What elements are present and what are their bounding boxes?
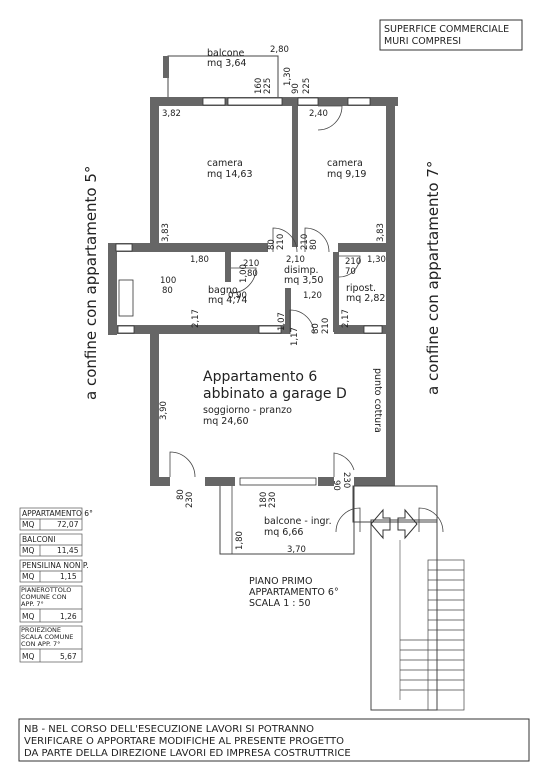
room-labels: camera mq 14,63 camera mq 9,19 bagno mq … xyxy=(203,158,385,538)
legend-0-header: APPARTAMENTO 6° xyxy=(22,509,93,518)
balcony-ingr-area xyxy=(219,485,438,711)
dim-210a: 210 xyxy=(276,234,286,250)
dim-210c: 210 xyxy=(243,259,259,269)
punto-cottura-label: punto cottura xyxy=(372,368,383,433)
legend-0-value: 72,07 xyxy=(57,520,79,529)
balcone-ingr-name: balcone - ingr. xyxy=(264,516,332,527)
dim-80d: 80 xyxy=(162,286,173,296)
bagno-name: bagno xyxy=(208,285,238,296)
legend-1-header: BALCONI xyxy=(22,535,55,544)
dim-80b: 80 xyxy=(309,239,319,250)
note-line-1: NB - NEL CORSO DELL'ESECUZIONE LAVORI SI… xyxy=(24,724,314,735)
disimp-area: mq 3,50 xyxy=(284,275,323,286)
dim-160: 160 xyxy=(254,78,264,94)
dim-1-17: 1,17 xyxy=(290,327,300,346)
legend-3-key: MQ xyxy=(22,612,34,621)
header-line-1: SUPERFICE COMMERCIALE xyxy=(384,24,509,35)
dim-80c: 80 xyxy=(247,269,258,279)
dim-80f: 80 xyxy=(176,489,186,500)
legend-3-header: PIANEROTTOLO COMUNE CON APP. 7° xyxy=(21,587,72,608)
dim-210e: 210 xyxy=(345,257,361,267)
stair-arrow-icons xyxy=(370,508,418,540)
legend-3-value: 1,26 xyxy=(60,612,77,621)
dim-80a: 80 xyxy=(267,239,277,250)
bagno-area: mq 4,74 xyxy=(208,295,247,306)
stair-treads xyxy=(400,559,465,711)
ripost-area: mq 2,82 xyxy=(346,293,385,304)
bottom-note: NB - NEL CORSO DELL'ESECUZIONE LAVORI SI… xyxy=(18,718,530,762)
dim-70: 70 xyxy=(345,267,356,277)
side-label-left: a confine con appartamento 5° xyxy=(82,166,100,400)
dim-2-80: 2,80 xyxy=(270,45,289,55)
legend-4-key: MQ xyxy=(22,652,34,661)
header-line-2: MURI COMPRESI xyxy=(384,36,461,47)
dim-180b: 180 xyxy=(259,492,269,508)
camera-left-area: mq 14,63 xyxy=(207,169,253,180)
disimp-name: disimp. xyxy=(284,265,319,276)
dim-225b: 225 xyxy=(302,78,312,94)
dim-1-20: 1,20 xyxy=(303,291,322,301)
plan-caption-line-3: SCALA 1 : 50 xyxy=(249,598,311,609)
balcone-top-name: balcone xyxy=(207,48,245,59)
dim-230c: 230 xyxy=(341,472,351,488)
legend-4-header: PROIEZIONE SCALA COMUNE CON APP. 7° xyxy=(21,627,74,648)
balcone-top-area: mq 3,64 xyxy=(207,58,246,69)
dim-90b: 90 xyxy=(331,480,341,491)
legend-2-header: PENSILINA NON P. xyxy=(22,561,89,570)
dim-2-17b: 2,17 xyxy=(341,309,351,328)
plan-caption-line-2: APPARTAMENTO 6° xyxy=(249,587,339,598)
dim-80e: 80 xyxy=(311,323,321,334)
legend-1-value: 11,45 xyxy=(57,546,79,555)
legend-2-value: 1,15 xyxy=(60,572,77,581)
dim-2-10: 2,10 xyxy=(286,255,305,265)
side-label-right: a confine con appartamento 7° xyxy=(424,161,442,395)
plan-caption-line-1: PIANO PRIMO xyxy=(249,576,312,587)
note-line-2: VERIFICARE O APPORTARE MODIFICHE AL PRES… xyxy=(24,736,344,747)
legend-1-key: MQ xyxy=(22,546,34,555)
camera-right-name: camera xyxy=(327,158,363,169)
soggiorno-name: soggiorno - pranzo xyxy=(203,405,292,416)
header-box: SUPERFICE COMMERCIALE MURI COMPRESI xyxy=(379,19,523,51)
dim-210f: 210 xyxy=(321,318,331,334)
dim-0-90: 0,90 xyxy=(228,291,247,301)
doors xyxy=(169,105,444,533)
dim-210b: 210 xyxy=(300,234,310,250)
plan-caption: PIANO PRIMO APPARTAMENTO 6° SCALA 1 : 50 xyxy=(249,576,339,609)
main-title-line-1: Appartamento 6 xyxy=(203,369,317,385)
dim-3-82: 3,82 xyxy=(162,109,181,119)
legend-text: APPARTAMENTO 6° MQ 72,07 BALCONI MQ 11,4… xyxy=(21,509,93,661)
dim-1-07: 1,07 xyxy=(277,312,287,331)
dim-225a: 225 xyxy=(263,78,273,94)
dim-3-83b: 3,83 xyxy=(376,223,386,242)
soggiorno-area: mq 24,60 xyxy=(203,416,249,427)
dim-230a: 230 xyxy=(185,492,195,508)
legend-2-key: MQ xyxy=(22,572,34,581)
legend-4-value: 5,67 xyxy=(60,652,77,661)
camera-right-area: mq 9,19 xyxy=(327,169,366,180)
dim-1-30a: 1,30 xyxy=(283,67,293,86)
dim-3-90: 3,90 xyxy=(159,401,169,420)
dim-90a: 90 xyxy=(291,83,301,94)
dim-1-00: 1,00 xyxy=(239,264,249,283)
dim-1-80c: 1,80 xyxy=(235,531,245,550)
note-line-3: DA PARTE DELLA DIREZIONE LAVORI ED IMPRE… xyxy=(24,748,351,759)
dim-1-30b: 1,30 xyxy=(367,255,386,265)
legend-0-key: MQ xyxy=(22,520,34,529)
dim-1-80: 1,80 xyxy=(190,255,209,265)
legend-table xyxy=(19,507,83,663)
balcone-ingr-area: mq 6,66 xyxy=(264,527,303,538)
camera-left-name: camera xyxy=(207,158,243,169)
dimension-labels: 160 225 1,30 90 225 3,82 2,40 3,83 3,83 … xyxy=(159,67,386,555)
dim-3-70: 3,70 xyxy=(287,545,306,555)
windows xyxy=(115,97,383,486)
dim-3-83a: 3,83 xyxy=(161,223,171,242)
dim-2-17a: 2,17 xyxy=(191,309,201,328)
ripost-name: ripost. xyxy=(346,283,376,294)
dim-230b: 230 xyxy=(268,492,278,508)
main-title-line-2: abbinato a garage D xyxy=(203,386,347,402)
dim-100: 100 xyxy=(160,276,176,286)
dim-2-40: 2,40 xyxy=(309,109,328,119)
